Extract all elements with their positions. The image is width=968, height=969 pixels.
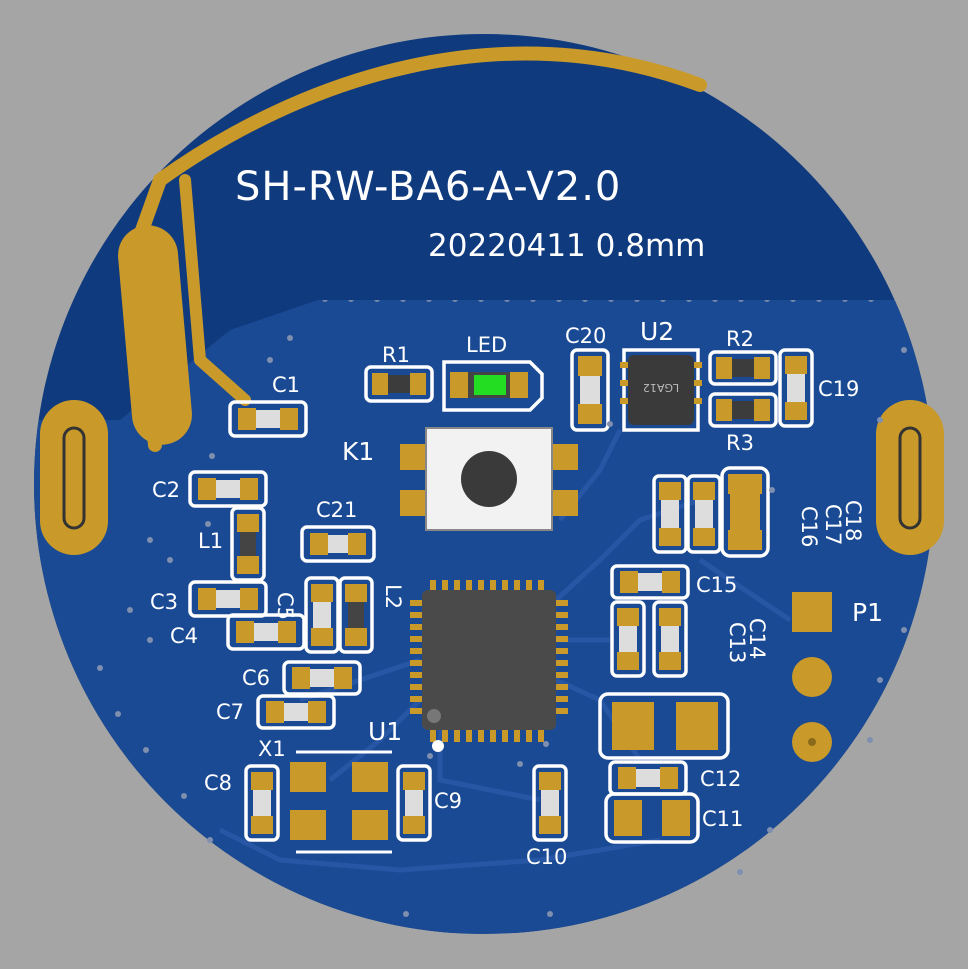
capacitor-c17 [686,474,722,554]
led-lens [474,375,506,395]
label-c1: C1 [272,373,300,397]
capacitor-c6 [282,660,362,696]
label-c21: C21 [316,498,357,522]
capacitor-c13 [610,600,646,678]
capacitor-c19 [778,348,814,428]
capacitor-c20 [570,348,610,432]
capacitor-c14 [652,600,688,678]
capacitor-c3 [188,580,268,618]
u1-orientation-mark [432,740,444,752]
resistor-r3 [708,392,778,428]
label-r1: R1 [382,343,410,367]
label-c3: C3 [150,590,178,614]
capacitor-c15 [610,564,690,600]
label-led: LED [466,333,507,357]
capacitor-c18 [720,466,770,558]
capacitor-c9 [396,764,432,842]
power-inductor [598,692,730,760]
resistor-r2 [708,350,778,386]
label-u2: U2 [640,317,674,346]
vias [97,335,907,917]
label-c18: C18 [841,500,865,541]
label-c13: C13 [725,622,749,663]
capacitor-c16 [652,474,688,554]
u1-pins [410,580,568,742]
connector-p1 [792,592,832,762]
label-c14: C14 [745,618,769,659]
label-c19: C19 [818,377,859,401]
label-r2: R2 [726,327,754,351]
capacitor-c11 [604,792,700,844]
capacitor-c21 [300,525,376,563]
capacitor-c4 [226,613,306,651]
label-c9: C9 [434,789,462,813]
antenna [118,46,707,452]
capacitor-c10 [532,764,568,842]
led-component [442,360,544,412]
label-c7: C7 [216,700,244,724]
antenna-pad [118,225,192,445]
capacitor-c12 [608,760,688,796]
label-c16: C16 [797,506,821,547]
antenna-arc [128,46,707,452]
label-c10: C10 [526,845,567,869]
label-c4: C4 [170,624,198,648]
label-c8: C8 [204,771,232,795]
label-c5: C5 [273,592,297,620]
u2-marking: LGA12 [643,381,679,394]
button-k1-actuator [461,451,517,507]
mount-slot-left [40,400,108,555]
chip-u2: LGA12 [620,348,702,432]
label-c15: C15 [696,573,737,597]
board-title: SH-RW-BA6-A-V2.0 [235,164,621,210]
label-c17: C17 [821,504,845,545]
label-x1: X1 [258,737,286,761]
label-l1: L1 [198,529,223,553]
label-u1: U1 [368,717,402,746]
label-c2: C2 [152,478,180,502]
label-c11: C11 [702,807,743,831]
capacitor-c8 [244,764,280,842]
antenna-feed [179,174,251,406]
inductor-l1 [230,506,266,582]
label-r3: R3 [726,431,754,455]
label-k1: K1 [342,437,374,466]
label-c6: C6 [242,666,270,690]
button-k1 [400,427,578,531]
capacitor-c7 [256,694,336,730]
label-c20: C20 [565,324,606,348]
capacitor-c1 [228,400,308,438]
resistor-r1 [364,365,434,403]
capacitor-c5 [304,576,340,654]
u1-pin1-dot [427,709,441,723]
label-p1: P1 [852,598,883,627]
inductor-l2 [338,576,374,654]
crystal-x1 [290,750,392,854]
label-l2: L2 [381,584,405,609]
capacitor-c2 [188,470,268,508]
mount-slot-right [876,400,944,555]
label-c12: C12 [700,767,741,791]
board-subtitle: 20220411 0.8mm [428,228,705,264]
chip-u1 [410,580,568,752]
